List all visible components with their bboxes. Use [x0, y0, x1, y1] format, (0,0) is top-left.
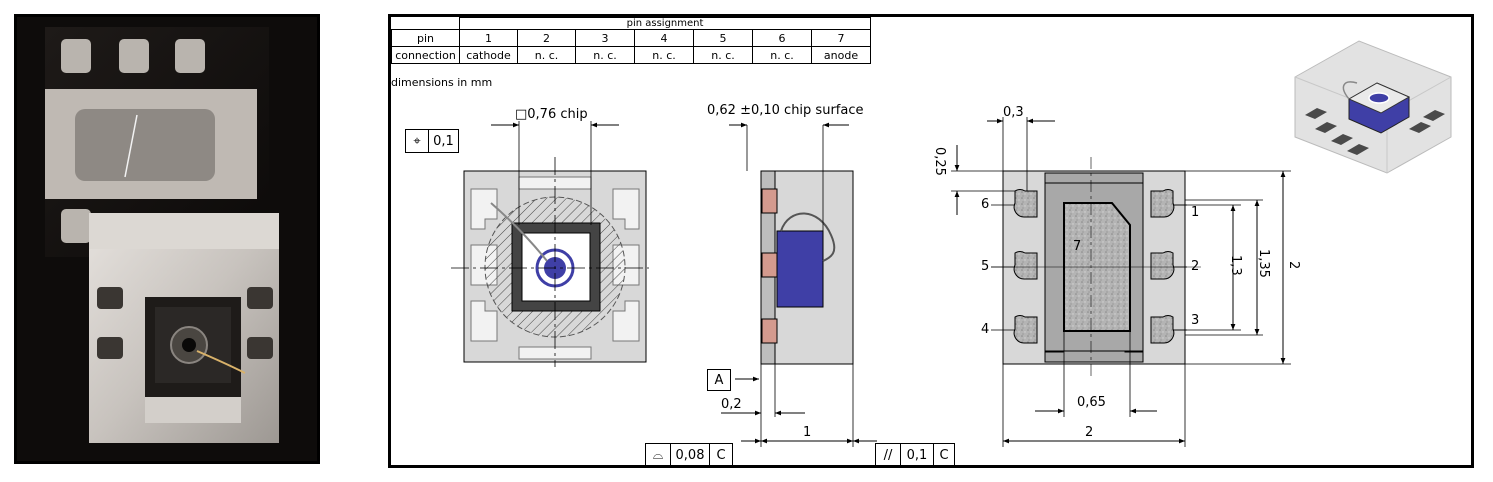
position-value: 0,1: [433, 133, 454, 149]
pin-label-2: 2: [1191, 259, 1200, 274]
connection-cell: n. c.: [634, 46, 694, 64]
connection-cell: cathode: [459, 46, 518, 64]
product-photo-illustration: [17, 17, 317, 461]
dim-pad-offset: 0,25: [932, 147, 947, 176]
parallel-datum: C: [939, 447, 949, 463]
datum-a-frame: A: [707, 369, 731, 391]
bottom-view: [951, 117, 1291, 447]
connection-cell: n. c.: [517, 46, 576, 64]
units-note: dimensions in mm: [391, 76, 493, 89]
row-header-connection: connection: [391, 46, 460, 64]
dim-center-pad-width: 0,65: [1077, 395, 1106, 410]
dim-body-height: 2: [1286, 261, 1301, 270]
iso-view: [1294, 40, 1452, 174]
position-tolerance-frame: ⌖ 0,1: [405, 129, 459, 153]
table-row-connection: connection cathode n. c. n. c. n. c. n. …: [391, 46, 871, 64]
profile-value: 0,08: [671, 444, 710, 465]
connection-cell: n. c.: [693, 46, 753, 64]
pin-label-6: 6: [981, 197, 990, 212]
product-photo: [14, 14, 320, 464]
dim-pitch-outer: 1,35: [1256, 249, 1271, 278]
dim-side-offset: 0,2: [721, 397, 742, 412]
pin-label-1: 1: [1191, 205, 1200, 220]
datum-a-label: A: [714, 372, 724, 388]
side-view: [721, 122, 877, 447]
pin-label-4: 4: [981, 322, 990, 337]
pin-label-5: 5: [981, 259, 990, 274]
dim-chip-surface: 0,62 ±0,10 chip surface: [707, 103, 864, 118]
connection-cell: anode: [811, 46, 871, 64]
table-row-pin: pin 1 2 3 4 5 6 7: [391, 29, 871, 47]
dim-chip-size: □0,76 chip: [515, 107, 588, 122]
pin-label-7: 7: [1073, 239, 1082, 254]
dim-pad-width: 0,3: [1003, 105, 1024, 120]
dim-body-width: 2: [1085, 425, 1094, 440]
drawing-geometry: [451, 40, 1452, 447]
parallel-value: 0,1: [901, 444, 934, 465]
position-symbol: ⌖: [406, 130, 429, 152]
pin-label-3: 3: [1191, 313, 1200, 328]
dim-pitch-inner: 1,3: [1228, 255, 1243, 276]
technical-drawing: pin assignment pin 1 2 3 4 5 6 7 connect…: [388, 14, 1474, 468]
top-view: [451, 121, 649, 367]
parallel-symbol: //: [876, 444, 901, 465]
parallel-tolerance-frame: // 0,1 C: [875, 443, 955, 465]
profile-symbol: ⌓: [646, 444, 671, 465]
pin-assignment-table: pin assignment pin 1 2 3 4 5 6 7 connect…: [391, 17, 871, 64]
profile-tolerance-frame: ⌓ 0,08 C: [645, 443, 733, 465]
profile-datum: C: [716, 447, 726, 463]
dim-side-thickness: 1: [803, 425, 812, 440]
